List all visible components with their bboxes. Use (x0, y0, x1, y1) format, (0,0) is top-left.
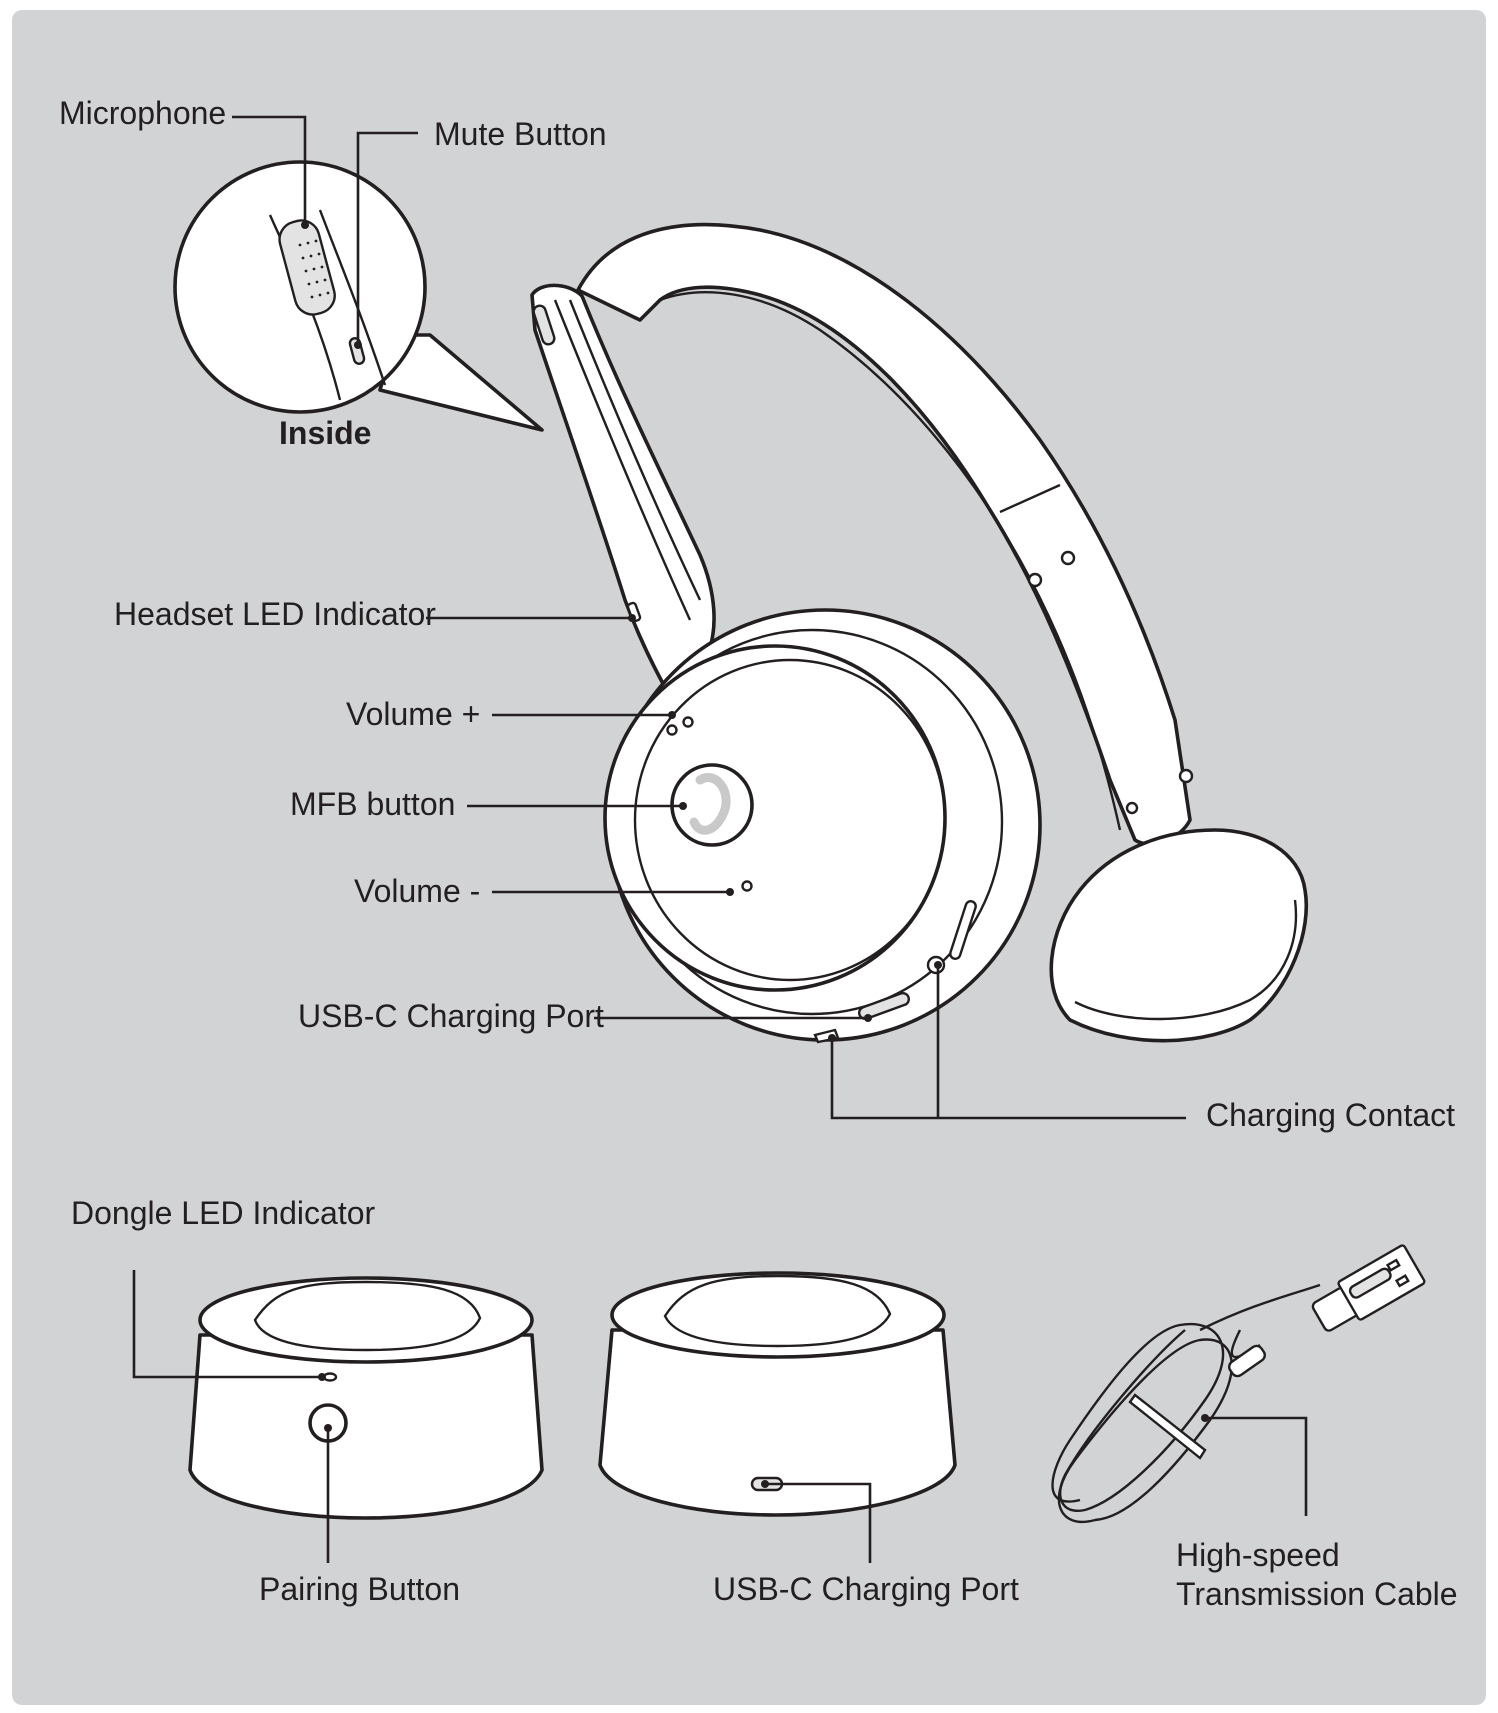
leader-end-dot (354, 341, 362, 349)
earpad (1049, 828, 1309, 1043)
callout-mic-arm (318, 209, 387, 386)
usb-a-connector (1311, 1244, 1426, 1332)
labels: Microphone Mute Button Inside Headset LE… (59, 95, 1458, 1612)
label-pairing-button: Pairing Button (259, 1571, 460, 1607)
leader-microphone (232, 115, 307, 225)
cable-lead (1199, 1283, 1321, 1332)
headband-segment-line (999, 483, 1061, 514)
label-charging-contact: Charging Contact (1206, 1097, 1455, 1133)
earcup-face-inner (633, 658, 947, 982)
label-cable-line1: High-speed (1176, 1537, 1340, 1573)
label-usbc-headset: USB-C Charging Port (298, 998, 604, 1034)
brand-logo-icon (689, 773, 731, 835)
microphone-perforation (298, 239, 330, 299)
leader-dongle-led (132, 1270, 322, 1379)
boom-arm (530, 283, 716, 702)
volume-up-button[interactable] (682, 716, 694, 728)
leader-mute (356, 131, 418, 345)
leader-end-dot (1201, 1414, 1209, 1422)
cable-tie (1128, 1393, 1207, 1460)
leader-end-dot (761, 1480, 769, 1488)
boom-mic-grille (532, 304, 556, 346)
base-body (188, 1333, 544, 1520)
leader-charging-contact (830, 965, 1186, 1120)
headband-hole (1178, 768, 1194, 784)
headband-hole (1027, 572, 1043, 588)
volume-up-button-2[interactable] (666, 724, 678, 736)
dongle-base-front (188, 1276, 544, 1520)
label-cable-line2: Transmission Cable (1176, 1576, 1458, 1612)
leader-end-dot (864, 1014, 872, 1022)
headset-illustration (530, 222, 1309, 1044)
leader-usbc-base (765, 1482, 872, 1563)
headband-hole (1060, 550, 1076, 566)
label-volume-up: Volume + (346, 696, 480, 732)
leader-end-dot (934, 961, 942, 969)
label-mute-button: Mute Button (434, 116, 607, 152)
leader-lines (132, 115, 1308, 1563)
leader-end-dot (679, 802, 687, 810)
headband-inner-edge (659, 291, 1122, 831)
label-volume-down: Volume - (354, 873, 480, 909)
leader-end-dot (726, 888, 734, 896)
volume-down-button[interactable] (741, 880, 753, 892)
microphone-grille (278, 219, 336, 316)
base-top (610, 1271, 946, 1359)
dongle-base-back (598, 1271, 957, 1517)
base-body (598, 1328, 957, 1517)
cable-coil (1057, 1338, 1233, 1523)
leader-end-dot (628, 614, 636, 622)
leader-end-dot (301, 221, 309, 229)
label-inside: Inside (279, 415, 371, 451)
label-headset-led: Headset LED Indicator (114, 596, 436, 632)
headband-hole (1125, 801, 1139, 815)
mute-button[interactable] (348, 337, 366, 365)
leader-end-dot (668, 711, 676, 719)
earpad-rim (1074, 899, 1298, 1021)
usbc-port-headset (858, 991, 910, 1021)
leader-end-dot (324, 1424, 332, 1432)
boom-arm-groove (553, 299, 692, 621)
headset-led (626, 601, 642, 623)
label-usbc-base: USB-C Charging Port (713, 1571, 1019, 1607)
inside-callout (173, 160, 544, 432)
leader-cable (1205, 1416, 1308, 1516)
boom-arm-groove (568, 299, 702, 601)
label-mfb-button: MFB button (290, 786, 455, 822)
base-top-pad (253, 1280, 482, 1352)
base-top-pad (663, 1274, 892, 1348)
usb-c-connector (1228, 1344, 1266, 1378)
leader-end-dot (318, 1373, 326, 1381)
label-microphone: Microphone (59, 95, 226, 131)
label-dongle-led: Dongle LED Indicator (71, 1195, 376, 1231)
earcup-side-slot (949, 900, 977, 960)
usb-cable (1051, 1244, 1426, 1523)
leader-end-dot (828, 1034, 836, 1042)
